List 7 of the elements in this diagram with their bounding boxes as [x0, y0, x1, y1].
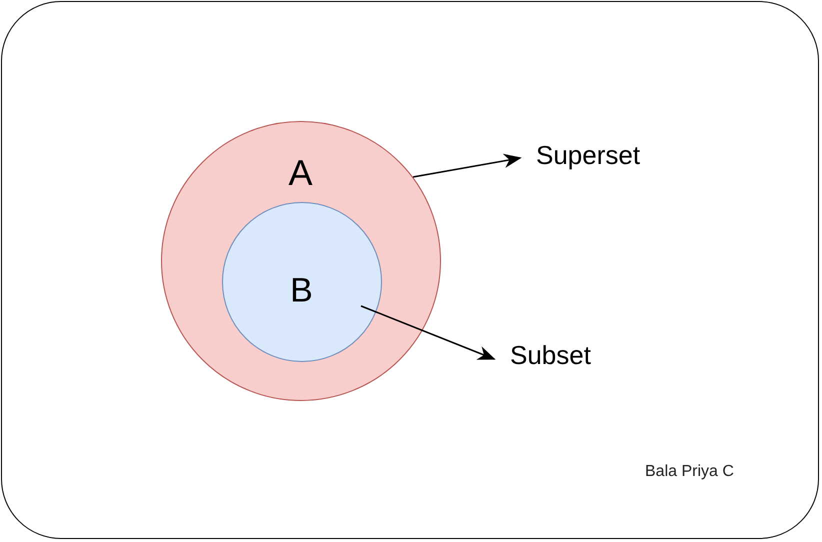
arrow — [360, 305, 496, 360]
set-label: A — [288, 152, 312, 194]
annotation-label: Subset — [510, 338, 614, 372]
set-label: B — [290, 271, 313, 310]
author-credit: Bala Priya C — [645, 463, 734, 481]
arrow — [412, 154, 522, 178]
annotation-label: Superset — [536, 138, 668, 172]
